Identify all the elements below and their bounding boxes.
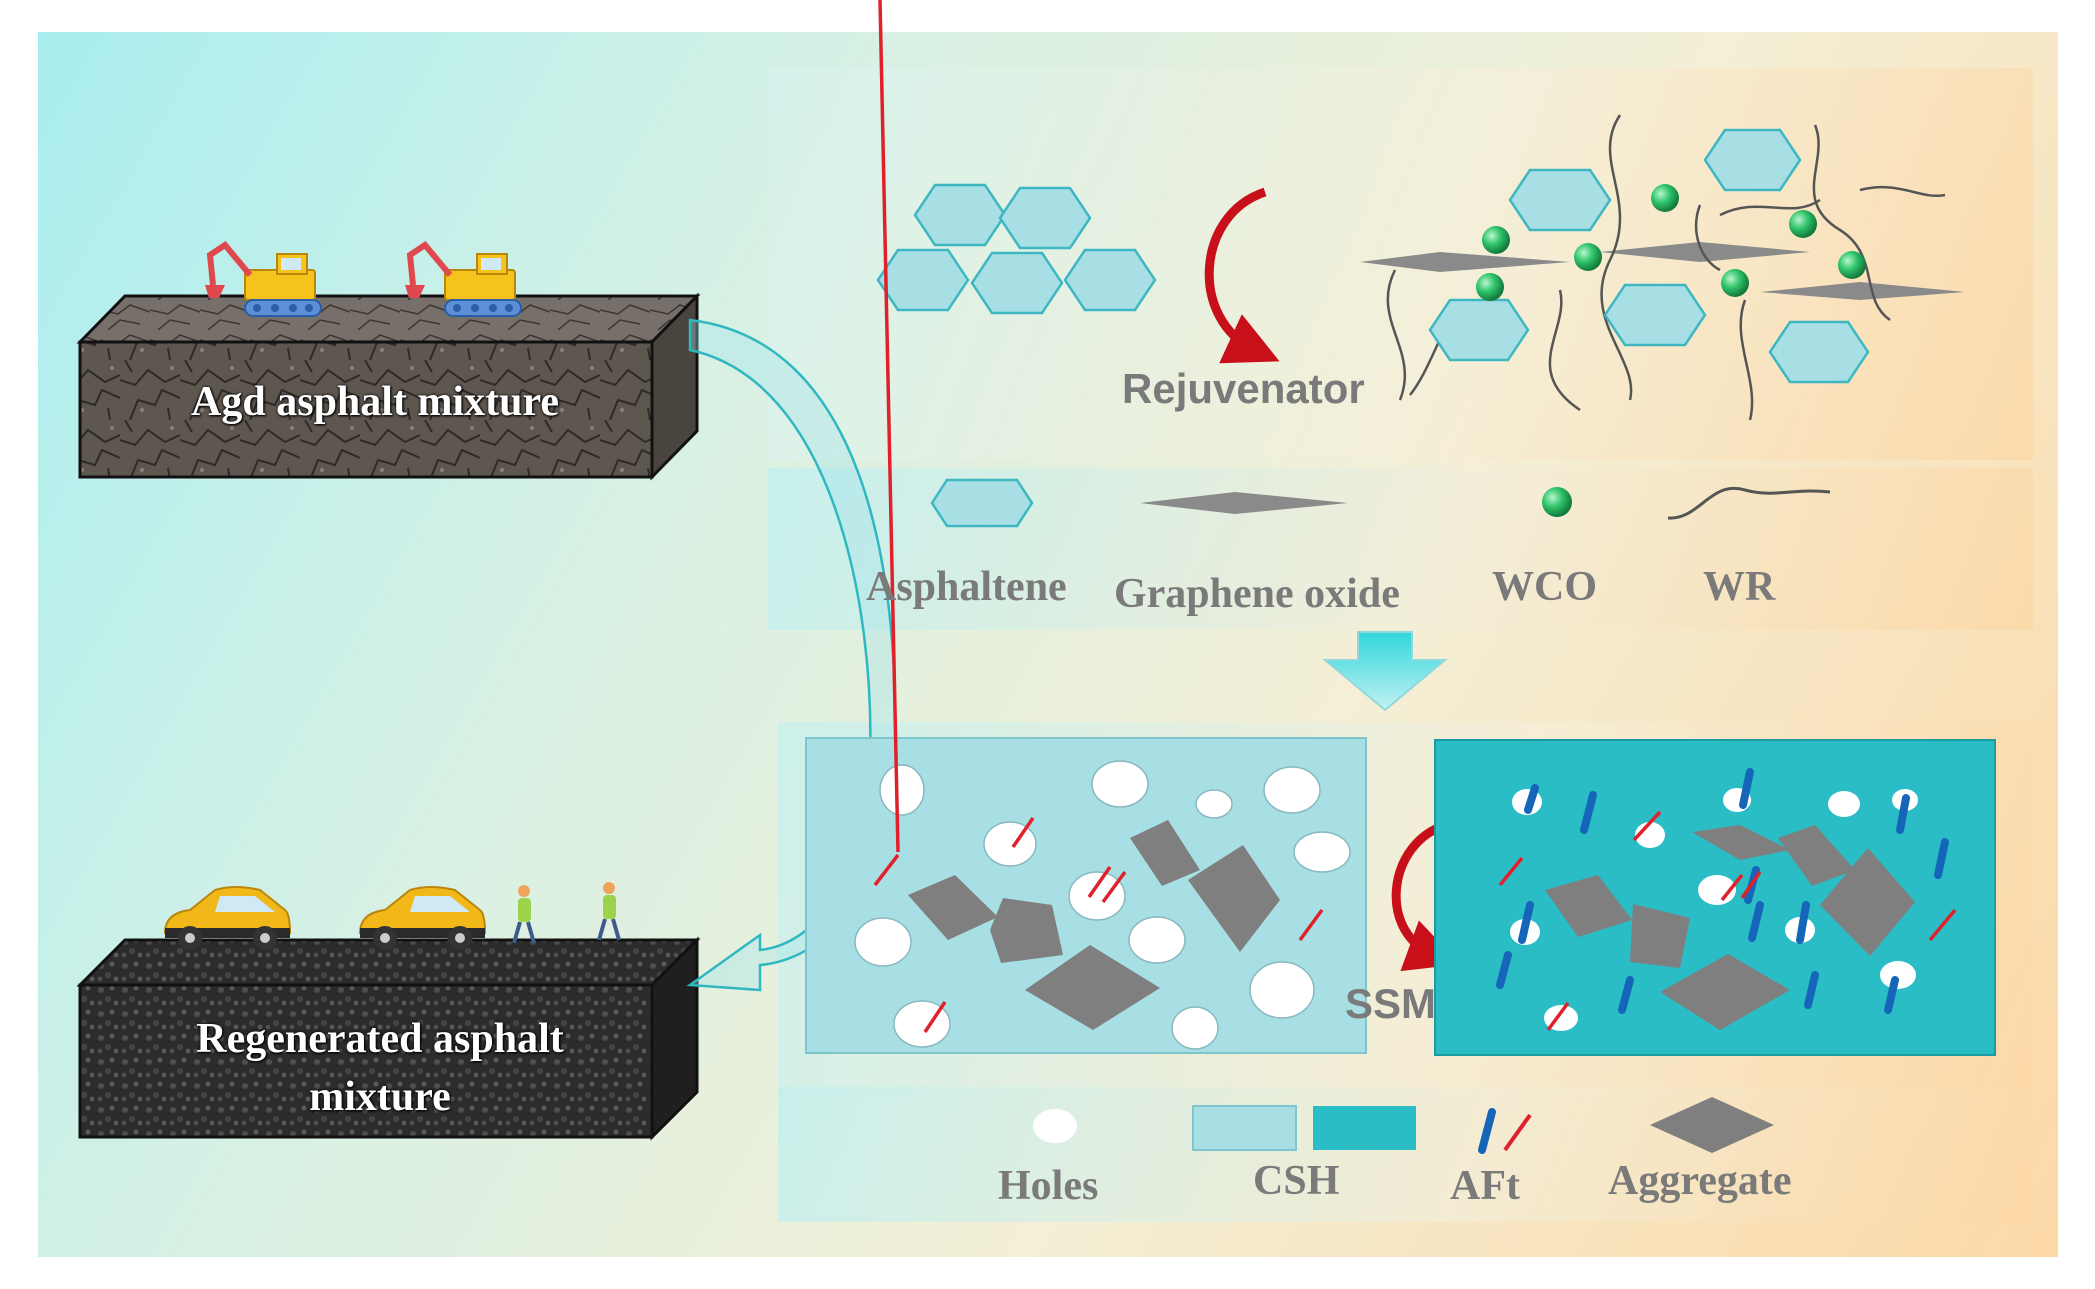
aged-asphalt-block	[76, 292, 701, 481]
recycling-flow-arrow	[686, 318, 897, 992]
wco-legend-symbol	[1542, 487, 1572, 517]
asphaltene-legend-symbol	[930, 478, 1034, 528]
aft-blue-legend-symbol	[1478, 1108, 1496, 1154]
ssm-label: SSM	[1345, 980, 1437, 1027]
excavator-icon	[205, 241, 322, 317]
regenerated-asphalt-label-line2: mixture	[309, 1074, 451, 1120]
regenerated-asphalt-block	[76, 936, 701, 1141]
aggregate-legend-symbol	[1650, 1097, 1774, 1153]
asphaltene-cluster	[876, 183, 1157, 315]
aft-red-legend-symbol	[1503, 1113, 1532, 1152]
wr-legend-symbol	[1667, 486, 1831, 520]
pedestrian-icon	[597, 882, 621, 941]
graphene-oxide-legend-symbol	[1140, 492, 1348, 514]
excavator-icon	[405, 241, 522, 317]
csh-with-ssm	[1434, 739, 1996, 1056]
rejuvenator-arrow	[1204, 187, 1280, 364]
rejuvenated-binder-network	[1360, 114, 1965, 421]
asphaltene-label: Asphaltene	[866, 564, 1067, 610]
csh-label: CSH	[1253, 1158, 1340, 1204]
csh-light-legend-symbol	[1192, 1105, 1297, 1151]
aged-asphalt-label: Agd asphalt mixture	[191, 379, 559, 425]
regenerated-asphalt-label-line1: Regenerated asphalt	[196, 1016, 564, 1062]
car-icon	[163, 886, 292, 950]
wr-label: WR	[1703, 564, 1776, 610]
rejuvenator-label: Rejuvenator	[1122, 365, 1365, 412]
aft-label: AFt	[1450, 1163, 1520, 1209]
aggregate-label: Aggregate	[1608, 1158, 1792, 1204]
pedestrian-icon	[512, 885, 536, 944]
holes-label: Holes	[998, 1163, 1099, 1209]
graphene-oxide-label: Graphene oxide	[1114, 571, 1400, 617]
csh-without-ssm	[805, 0, 1367, 1054]
wco-label: WCO	[1492, 564, 1597, 610]
holes-legend-symbol	[1033, 1109, 1077, 1143]
down-arrow	[1322, 631, 1448, 712]
car-icon	[358, 886, 487, 950]
csh-dark-legend-symbol	[1313, 1106, 1416, 1150]
ssm-arrow	[1391, 822, 1461, 972]
